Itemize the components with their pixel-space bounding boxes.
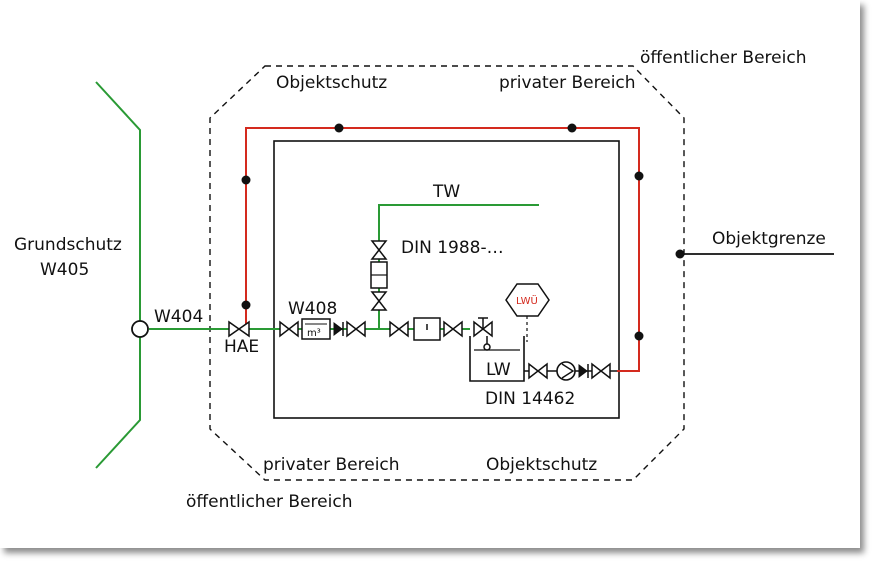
hae-valve [228, 320, 250, 338]
label-din1988: DIN 1988-… [401, 238, 504, 258]
break-tank [469, 336, 525, 382]
label-lw: LW [486, 360, 511, 380]
ring-node [334, 123, 344, 133]
check-valve-pump [578, 364, 589, 378]
label-grundschutz: Grundschutz [14, 235, 122, 255]
red-ring-nodes [241, 123, 644, 341]
valve-before-meter [279, 320, 299, 338]
valve-after-branch [389, 320, 409, 338]
label-objektschutz-top: Objektschutz [276, 73, 387, 93]
float-valve [473, 317, 493, 338]
pump [556, 361, 576, 381]
grundschutz-main-line [95, 81, 141, 469]
label-objektgrenze: Objektgrenze [712, 229, 826, 249]
ring-node [241, 175, 251, 185]
ring-node [634, 171, 644, 181]
label-objektschutz-bottom: Objektschutz [486, 455, 597, 475]
label-oeffentlich-bottom: öffentlicher Bereich [186, 492, 352, 512]
valve-before-branch [346, 320, 366, 338]
label-privat-bottom: privater Bereich [263, 455, 400, 475]
diagram-frame [0, 0, 860, 548]
objektgrenze-node [675, 249, 685, 259]
label-oeffentlich-top: öffentlicher Bereich [640, 48, 806, 68]
red-ring-main [245, 127, 640, 372]
octagon-boundary [209, 65, 685, 481]
label-din14462: DIN 14462 [485, 389, 575, 409]
tw-valve-upper [370, 240, 388, 260]
label-meter-unit: m³ [307, 328, 321, 339]
label-w405: W405 [40, 260, 89, 280]
ring-node [634, 331, 644, 341]
tw-valve-lower [370, 291, 388, 311]
lwu-monitor [505, 283, 550, 317]
label-privat-top: privater Bereich [499, 73, 636, 93]
connection-point [131, 320, 149, 338]
label-w404: W404 [154, 307, 203, 327]
ring-node [241, 300, 251, 310]
float-ball [483, 343, 491, 351]
label-w408: W408 [288, 299, 337, 319]
check-valve [333, 322, 344, 336]
valve-after-filter [443, 320, 463, 338]
valve-after-pump [591, 362, 611, 380]
ring-node [567, 123, 577, 133]
label-hae: HAE [224, 337, 259, 357]
label-lwu: LWÜ [516, 294, 538, 307]
pump-mark [561, 363, 575, 379]
valve-before-pump [528, 362, 548, 380]
label-tw: TW [432, 182, 460, 202]
object-box [273, 140, 620, 419]
